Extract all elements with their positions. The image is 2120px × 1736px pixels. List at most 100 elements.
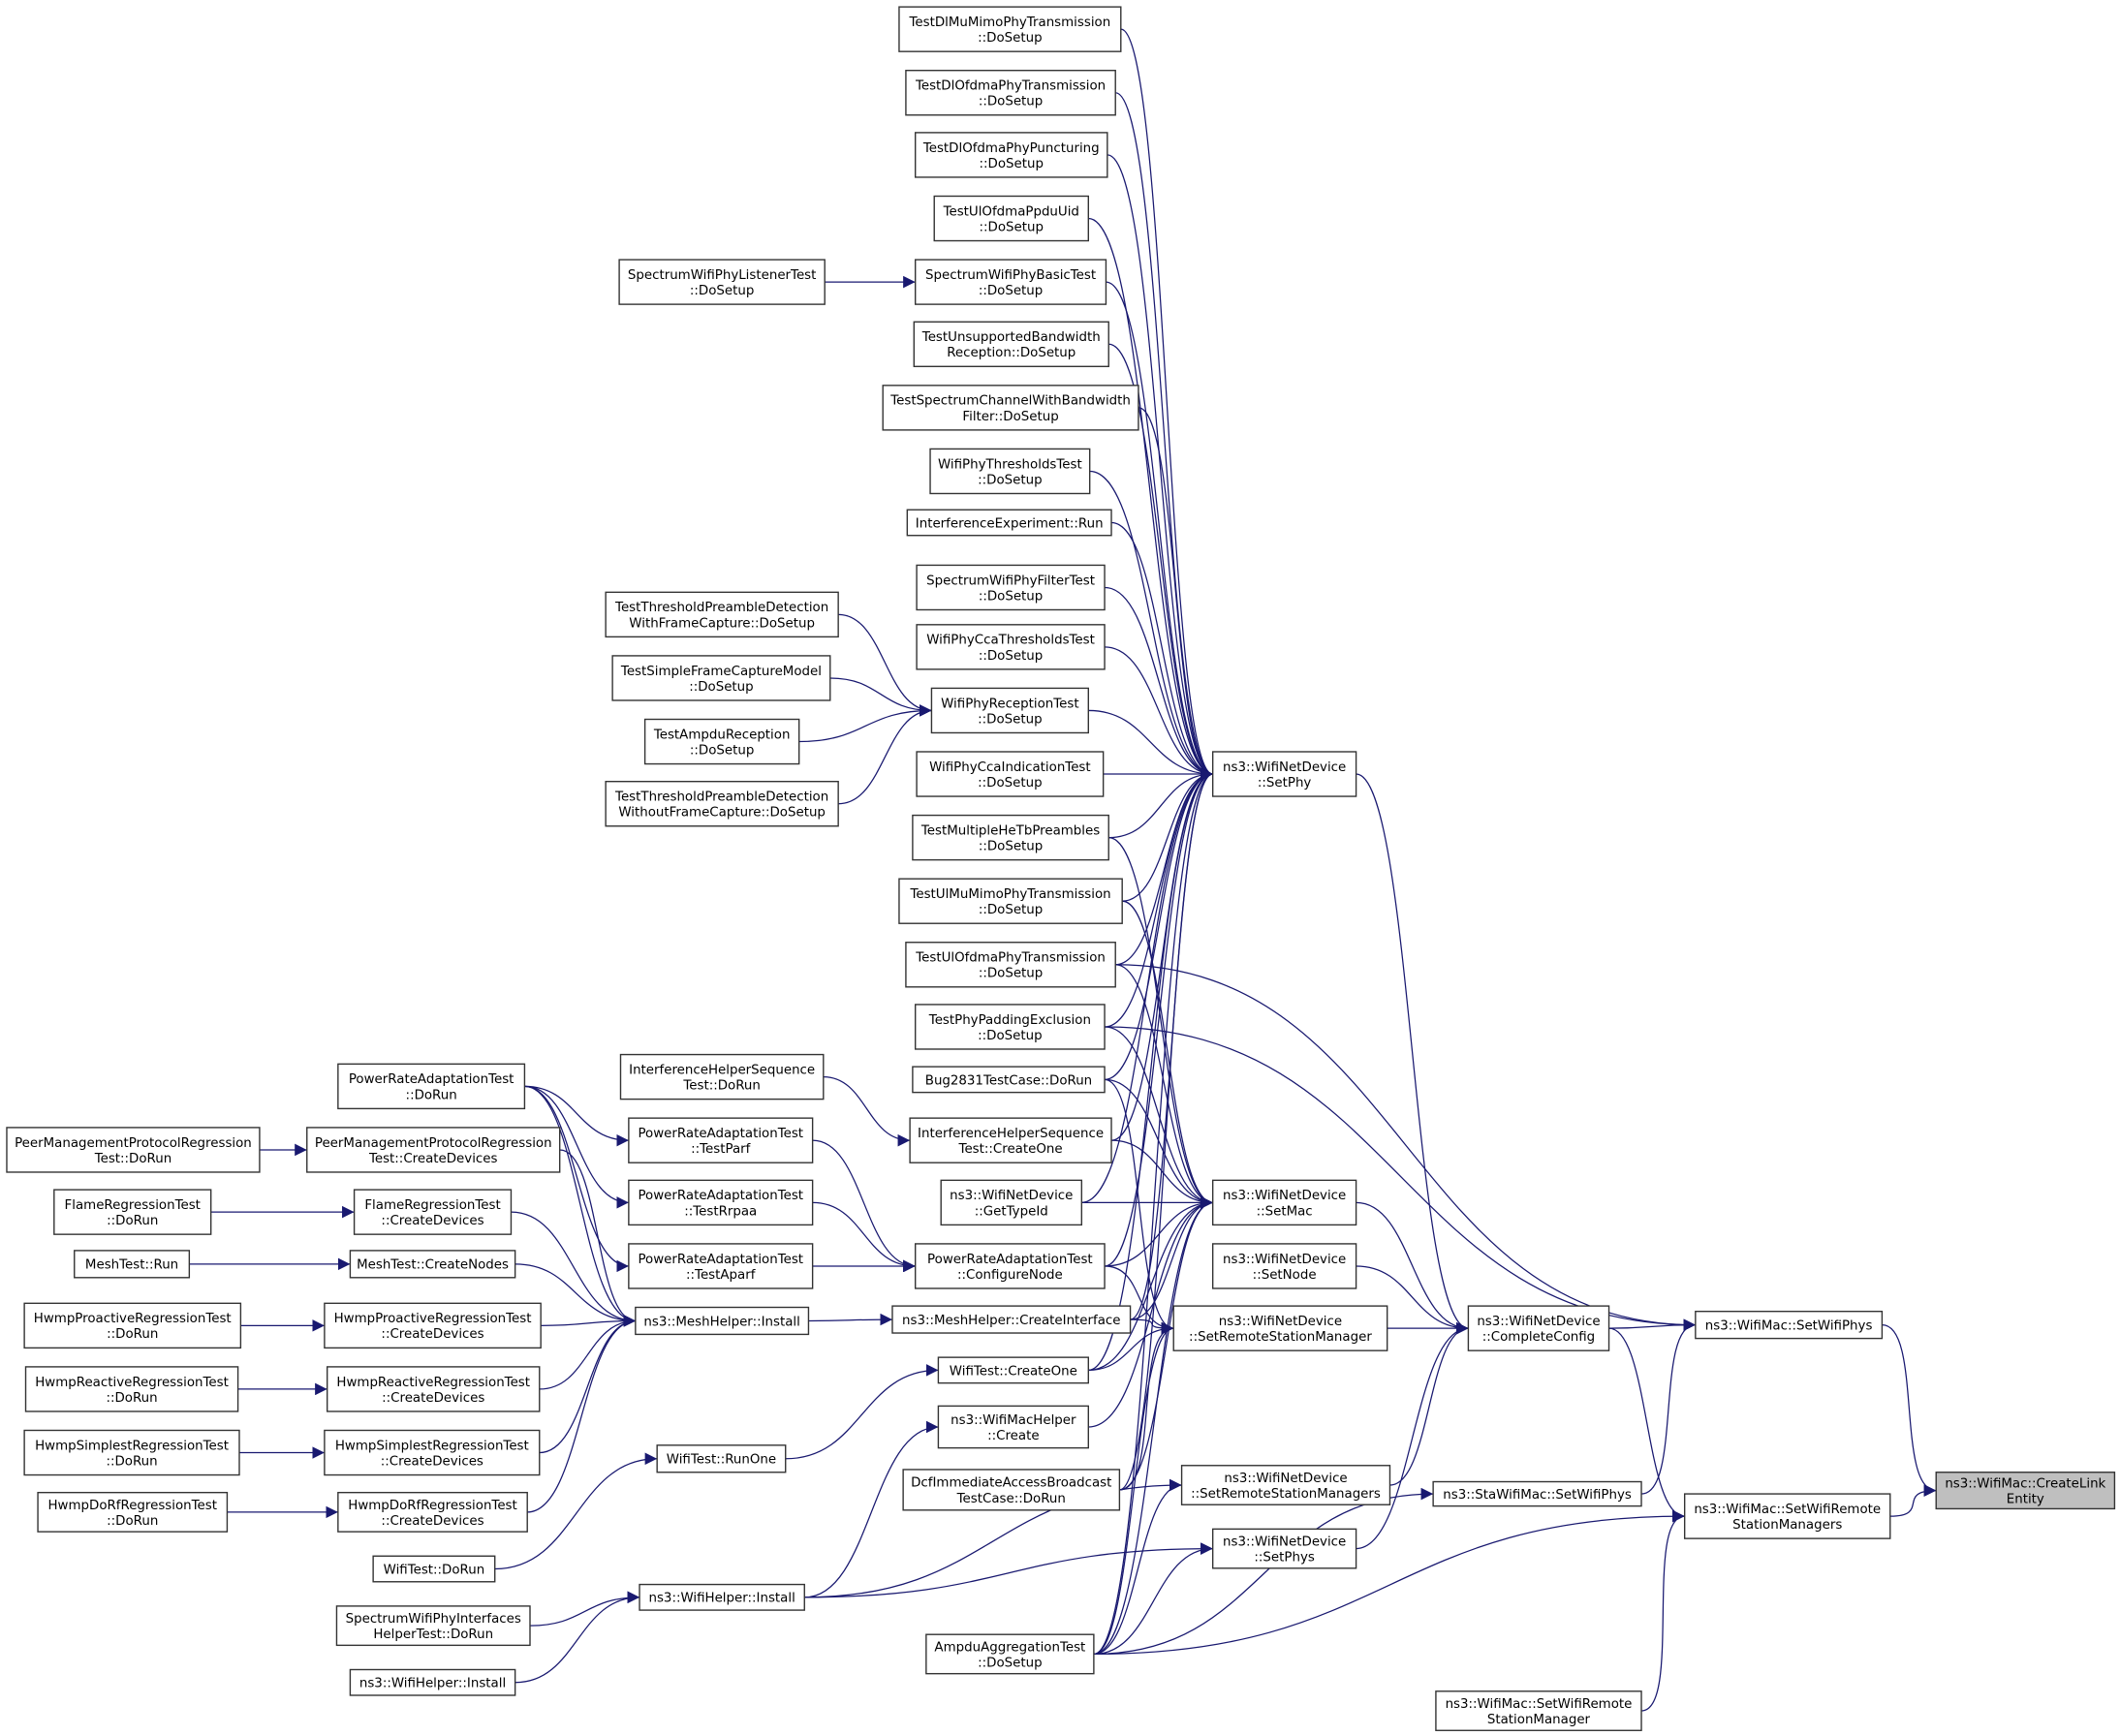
node-wifiinstall2[interactable]: ns3::WifiHelper::Install [349, 1668, 516, 1696]
node-simplrun[interactable]: HwmpSimplestRegressionTest::DoRun [23, 1429, 240, 1476]
edge-parf-to-configure [812, 1139, 916, 1273]
node-label: ::DoSetup [979, 95, 1043, 109]
node-meshrun[interactable]: MeshTest::Run [74, 1250, 191, 1279]
node-ulofdma[interactable]: TestUlOfdmaPhyTransmission::DoSetup [905, 942, 1116, 988]
edge-padding-to-macsetphys [1105, 1026, 1696, 1331]
node-ulppdu[interactable]: TestUlOfdmaPpduUid::DoSetup [933, 195, 1090, 242]
node-specchan[interactable]: TestSpectrumChannelWithBandwidthFilter::… [882, 385, 1139, 431]
node-machelper[interactable]: ns3::WifiMacHelper::Create [937, 1405, 1090, 1449]
node-simplcreate[interactable]: HwmpSimplestRegressionTest::CreateDevice… [324, 1429, 541, 1476]
node-dlmumimo[interactable]: TestDlMuMimoPhyTransmission::DoSetup [898, 6, 1122, 52]
node-box [916, 564, 1106, 611]
node-setphys[interactable]: ns3::WifiNetDevice::SetPhys [1211, 1528, 1357, 1569]
node-complete[interactable]: ns3::WifiNetDevice::CompleteConfig [1467, 1305, 1610, 1351]
node-label: InterferenceExperiment::Run [916, 516, 1104, 531]
edge-specfilter-to-setphy [1105, 586, 1213, 781]
node-label: Filter::DoSetup [962, 410, 1058, 424]
node-configure[interactable]: PowerRateAdaptationTest::ConfigureNode [914, 1243, 1106, 1289]
node-reactcreate[interactable]: HwmpReactiveRegressionTest::CreateDevice… [326, 1366, 541, 1412]
edge-thrwithout-to-phyrecv [838, 704, 932, 805]
edge-runone-to-wtcreate [785, 1364, 939, 1460]
node-peerrun[interactable]: PeerManagementProtocolRegressionTest::Do… [6, 1127, 261, 1173]
node-peercreate[interactable]: PeerManagementProtocolRegressionTest::Cr… [306, 1127, 561, 1173]
node-specfilter[interactable]: SpectrumWifiPhyFilterTest::DoSetup [916, 564, 1106, 611]
node-thrwithout[interactable]: TestThresholdPreambleDetectionWithoutFra… [605, 780, 839, 827]
node-label: TestPhyPaddingExclusion [928, 1013, 1091, 1028]
node-thrwith[interactable]: TestThresholdPreambleDetectionWithFrameC… [605, 591, 839, 638]
node-ccathr[interactable]: WifiPhyCcaThresholdsTest::DoSetup [916, 624, 1106, 670]
node-box [930, 687, 1090, 734]
node-macsetrsms[interactable]: ns3::WifiMac::SetWifiRemoteStationManage… [1683, 1493, 1891, 1539]
node-wtcreate[interactable]: WifiTest::CreateOne [937, 1356, 1090, 1384]
node-bug2831[interactable]: Bug2831TestCase::DoRun [912, 1066, 1106, 1094]
node-specifaces[interactable]: SpectrumWifiPhyInterfacesHelperTest::DoR… [335, 1605, 531, 1647]
node-phyrecv[interactable]: WifiPhyReceptionTest::DoSetup [930, 687, 1090, 734]
node-ulmumimo[interactable]: TestUlMuMimoPhyTransmission::DoSetup [898, 878, 1123, 924]
edge-simplcreate-to-meshinstall [539, 1315, 636, 1454]
node-setnode[interactable]: ns3::WifiNetDevice::SetNode [1211, 1243, 1357, 1289]
node-box [349, 1668, 516, 1696]
node-setrsm[interactable]: ns3::WifiNetDevice::SetRemoteStationMana… [1172, 1305, 1388, 1351]
node-simplecap[interactable]: TestSimpleFrameCaptureModel::DoSetup [611, 655, 831, 701]
node-stasetphys[interactable]: ns3::StaWifiMac::SetWifiPhys [1432, 1480, 1642, 1507]
node-ampdu[interactable]: AmpduAggregationTest::DoSetup [925, 1633, 1095, 1675]
edge-ampdu-to-macsetrsms [1093, 1509, 1685, 1656]
node-label: ::DoSetup [689, 680, 753, 695]
node-pradorun[interactable]: PowerRateAdaptationTest::DoRun [337, 1063, 526, 1110]
node-ampdurecv[interactable]: TestAmpduReception::DoSetup [643, 718, 800, 765]
node-box [1211, 1528, 1357, 1569]
node-macsetphys[interactable]: ns3::WifiMac::SetWifiPhys [1695, 1310, 1884, 1340]
node-meshinstall[interactable]: ns3::MeshHelper::Install [635, 1306, 810, 1336]
node-dlofdma[interactable]: TestDlOfdmaPhyTransmission::DoSetup [905, 70, 1116, 116]
node-unsupbw[interactable]: TestUnsupportedBandwidthReception::DoSet… [913, 321, 1109, 368]
node-box [1467, 1305, 1610, 1351]
node-label: ns3::WifiNetDevice [1224, 1472, 1347, 1486]
node-box [349, 1250, 516, 1279]
node-rrpaa[interactable]: PowerRateAdaptationTest::TestRrpaa [628, 1179, 814, 1226]
node-box [605, 591, 839, 638]
node-specbasic[interactable]: SpectrumWifiPhyBasicTest::DoSetup [914, 259, 1107, 305]
node-meshiface[interactable]: ns3::MeshHelper::CreateInterface [891, 1305, 1132, 1334]
node-setrsms[interactable]: ns3::WifiNetDevice::SetRemoteStationMana… [1180, 1465, 1391, 1505]
node-runone[interactable]: WifiTest::RunOne [656, 1444, 787, 1473]
node-interfexp[interactable]: InterferenceExperiment::Run [906, 509, 1112, 537]
edge-setrsms-to-complete [1389, 1321, 1469, 1486]
node-label: ::DoSetup [978, 712, 1042, 727]
node-dorfrun[interactable]: HwmpDoRfRegressionTest::DoRun [37, 1491, 229, 1533]
edge-ulofdma-to-macsetphys [1115, 964, 1696, 1331]
node-setphy[interactable]: ns3::WifiNetDevice::SetPhy [1211, 751, 1357, 797]
node-label: ns3::WifiMacHelper [951, 1413, 1076, 1428]
node-flamerun[interactable]: FlameRegressionTest::DoRun [53, 1189, 212, 1235]
node-reactrun[interactable]: HwmpReactiveRegressionTest::DoRun [24, 1366, 239, 1412]
node-gettypeid[interactable]: ns3::WifiNetDevice::GetTypeId [940, 1179, 1083, 1226]
node-proactcreate[interactable]: HwmpProactiveRegressionTest::CreateDevic… [324, 1302, 542, 1349]
node-proactrun[interactable]: HwmpProactiveRegressionTest::DoRun [23, 1302, 242, 1349]
node-phythr[interactable]: WifiPhyThresholdsTest::DoSetup [929, 448, 1091, 495]
node-dlpunct[interactable]: TestDlOfdmaPhyPuncturing::DoSetup [914, 132, 1108, 178]
edge-ihscreate-to-setmac [1111, 1139, 1213, 1209]
node-meshnodes[interactable]: MeshTest::CreateNodes [349, 1250, 516, 1279]
edge-interfexp-to-setphy [1111, 521, 1213, 781]
node-label: ns3::WifiNetDevice [1219, 1315, 1342, 1329]
node-dcf[interactable]: DcfImmediateAccessBroadcastTestCase::DoR… [902, 1469, 1121, 1511]
node-ihscreate[interactable]: InterferenceHelperSequenceTest::CreateOn… [909, 1117, 1112, 1163]
node-wifiinstall[interactable]: ns3::WifiHelper::Install [639, 1583, 805, 1611]
node-hetb[interactable]: TestMultipleHeTbPreambles::DoSetup [912, 814, 1109, 861]
edge-macsetphys-to-createlink [1882, 1324, 1937, 1497]
node-padding[interactable]: TestPhyPaddingExclusion::DoSetup [914, 1004, 1106, 1050]
edge-ampdu-to-setphy [1093, 767, 1213, 1656]
node-speclisten[interactable]: SpectrumWifiPhyListenerTest::DoSetup [618, 259, 826, 305]
node-wtdorun[interactable]: WifiTest::DoRun [372, 1555, 496, 1583]
node-aparf[interactable]: PowerRateAdaptationTest::TestAparf [628, 1243, 814, 1289]
node-parf[interactable]: PowerRateAdaptationTest::TestParf [628, 1117, 814, 1163]
node-label: Bug2831TestCase::DoRun [925, 1073, 1092, 1088]
node-macsetrsm[interactable]: ns3::WifiMac::SetWifiRemoteStationManage… [1435, 1690, 1642, 1731]
node-setmac[interactable]: ns3::WifiNetDevice::SetMac [1211, 1179, 1357, 1226]
node-dorfcreate[interactable]: HwmpDoRfRegressionTest::CreateDevices [337, 1491, 528, 1533]
node-label: ::CreateDevices [381, 1214, 483, 1228]
node-flamecreate[interactable]: FlameRegressionTest::CreateDevices [353, 1189, 513, 1235]
node-ccaind[interactable]: WifiPhyCcaIndicationTest::DoSetup [916, 751, 1105, 797]
node-box [619, 1053, 825, 1100]
